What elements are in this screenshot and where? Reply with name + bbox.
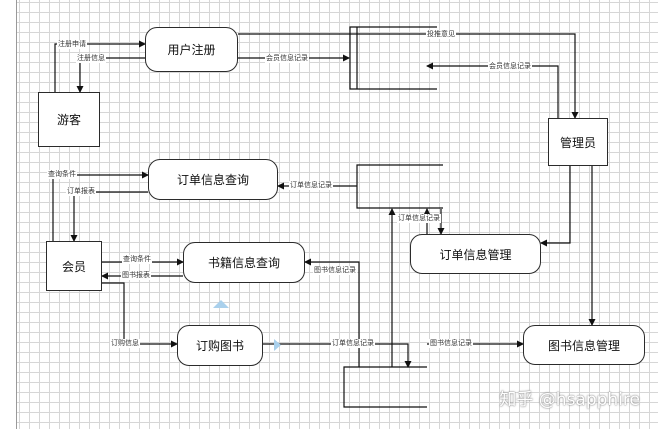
edge-member-record-2 [426,62,559,118]
label-order-record-1: 订单信息记录 [289,181,333,190]
edge-book-record-1 [304,258,360,367]
selection-handle-up-icon[interactable] [213,300,229,308]
label-register-info: 注册信息 [76,54,106,63]
label-complaint: 投推意见 [426,30,456,39]
label-order-record-2: 订单信息记录 [397,214,441,223]
user-register-process: 用户注册 [145,27,238,72]
label-book-record-1: 图书信息记录 [313,266,357,275]
label-order-record-3: 订单信息记录 [331,339,375,348]
label-member-record-1: 会员信息记录 [265,54,309,63]
member-entity: 会员 [46,241,102,291]
edge-query-condition-1 [52,171,149,241]
edge-register-request [54,40,146,92]
edge-admin-order [540,166,571,247]
store-book [343,366,427,408]
edge-purchase-info [102,282,178,348]
left-margin [0,0,17,429]
label-query-condition-2: 查询条件 [122,255,152,264]
order-query-process: 订单信息查询 [148,159,278,200]
store-member [349,26,437,90]
edge-order-report [70,191,148,242]
label-book-report: 图书报表 [121,271,151,280]
order-manage-process: 订单信息管理 [410,234,541,274]
watermark: 知乎 @hsapphire [499,390,640,410]
edge-complaint [238,33,579,119]
book-query-process: 书籍信息查询 [183,242,305,283]
label-register-request: 注册申请 [57,40,87,49]
selection-handle-right-icon[interactable] [274,339,281,351]
label-member-record-2: 会员信息记录 [488,62,532,71]
admin-entity: 管理员 [548,118,608,166]
label-purchase-info: 订购信息 [110,339,140,348]
edge-order-record-3 [263,343,412,368]
label-query-condition-1: 查询条件 [47,170,77,179]
label-order-report: 订单报表 [66,187,96,196]
order-book-process: 订购图书 [177,325,263,366]
label-book-record-2: 图书信息记录 [429,339,473,348]
visitor-entity: 游客 [38,92,100,147]
edge-register-info [76,57,145,93]
store-order [356,164,443,209]
book-manage-process: 图书信息管理 [523,325,645,365]
